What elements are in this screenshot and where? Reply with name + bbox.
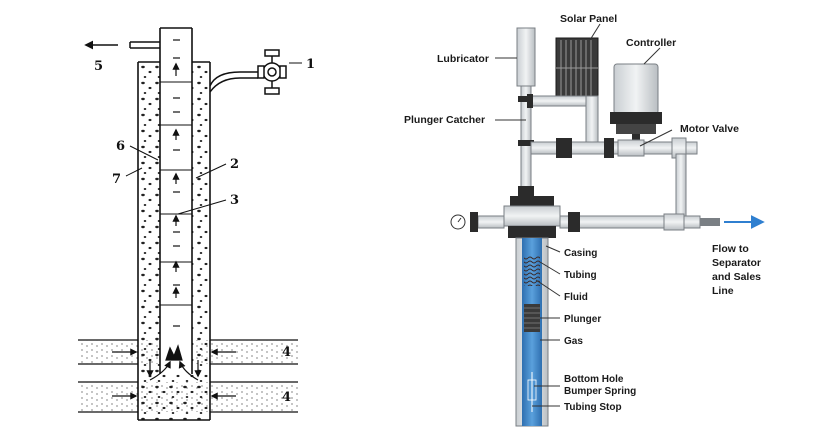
bottom-inlet xyxy=(112,344,236,400)
right-plunger-lift-diagram: Solar Panel Controller Lubricator Plunge… xyxy=(404,13,765,427)
label-gas: Gas xyxy=(564,336,583,347)
label-bumper-line1: Bottom Hole xyxy=(564,374,624,385)
leader-lines xyxy=(125,62,302,215)
inner-tubing xyxy=(129,27,193,374)
solar-panel xyxy=(555,37,599,99)
label-bumper-line2: Bumper Spring xyxy=(564,386,636,397)
controller xyxy=(610,63,662,144)
label-2: 2 xyxy=(230,157,239,172)
label-4-lower: 4 xyxy=(282,390,291,405)
motor-valve-line xyxy=(530,137,698,223)
label-7: 7 xyxy=(112,172,121,187)
label-plunger: Plunger xyxy=(564,314,601,325)
right-leader-lines xyxy=(495,23,673,407)
label-plunger-catcher: Plunger Catcher xyxy=(404,114,485,126)
label-casing: Casing xyxy=(564,248,597,259)
label-tubing-stop: Tubing Stop xyxy=(564,402,622,413)
label-lubricator: Lubricator xyxy=(437,53,489,65)
upper-pipe xyxy=(527,94,599,147)
label-controller: Controller xyxy=(626,37,676,49)
valve-1 xyxy=(209,49,287,95)
label-flow-line3: and Sales xyxy=(712,271,761,283)
left-well-diagram: 1 2 3 4 4 5 6 7 xyxy=(78,27,315,421)
label-fluid: Fluid xyxy=(564,292,588,303)
label-flow-line1: Flow to xyxy=(712,243,749,255)
label-4-upper: 4 xyxy=(282,345,291,360)
label-1: 1 xyxy=(306,57,315,72)
label-flow-line2: Separator xyxy=(712,257,761,269)
lubricator xyxy=(516,27,536,199)
label-tubing: Tubing xyxy=(564,270,597,281)
label-flow-line4: Line xyxy=(712,285,734,297)
label-3: 3 xyxy=(230,193,239,208)
label-6: 6 xyxy=(116,139,125,154)
label-motor-valve: Motor Valve xyxy=(680,123,739,135)
label-5: 5 xyxy=(94,59,103,74)
label-solar-panel: Solar Panel xyxy=(560,13,617,25)
downhole-casing xyxy=(515,237,549,427)
wellhead xyxy=(450,196,701,238)
